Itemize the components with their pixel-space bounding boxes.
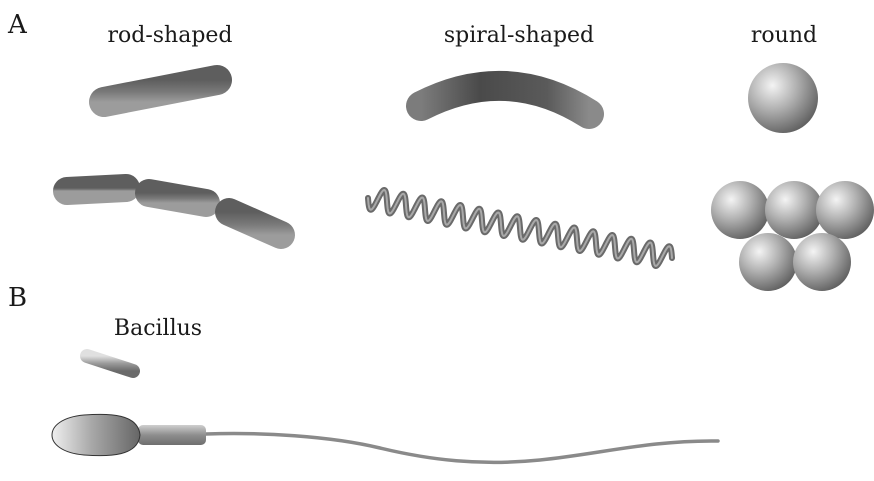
cocci-cluster (711, 181, 874, 291)
bacillus-rod (87, 356, 133, 371)
cell-head (52, 414, 140, 455)
flagellum (206, 434, 718, 463)
flagellated-cell (52, 414, 718, 462)
rod-shaped-label: rod-shaped (107, 23, 232, 48)
rod-bacteria-chain (67, 188, 281, 235)
spiral-bacterium (368, 190, 672, 266)
bacillus-label: Bacillus (114, 316, 202, 341)
rod-bacterium-single (104, 80, 217, 102)
cell-midpiece (138, 425, 206, 445)
round-label: round (751, 23, 817, 48)
panel-b-label: B (8, 283, 27, 313)
curved-bacterium (421, 86, 589, 114)
coccus-single (748, 63, 818, 133)
spiral-shaped-label: spiral-shaped (444, 23, 594, 48)
panel-a-label: A (7, 10, 28, 40)
